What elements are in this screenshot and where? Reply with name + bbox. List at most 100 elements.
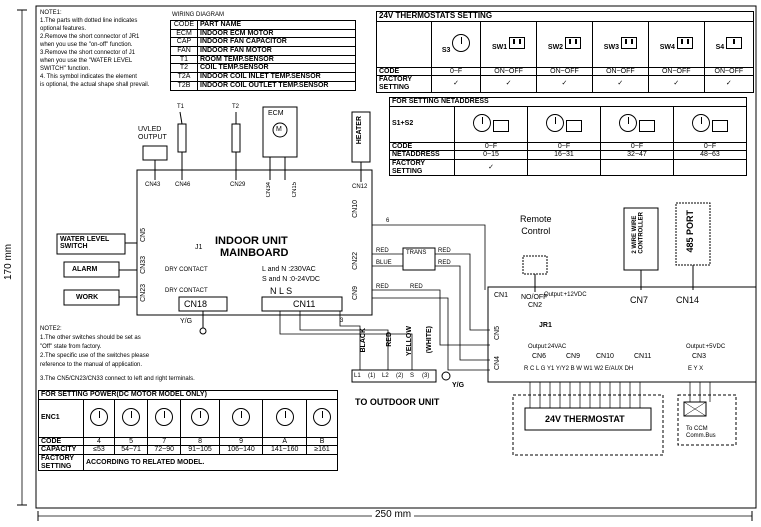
dip-switch-icon — [509, 36, 526, 49]
remote-control-label: Remote Control — [520, 214, 552, 236]
board-terminals: N L S — [270, 286, 293, 296]
note1-line: is optional, the actual shape shall prev… — [40, 82, 150, 88]
note1-line: when you use the "on-off" function. — [40, 42, 133, 48]
ctrl-pins-2: E Y X — [688, 366, 704, 372]
wiring-title: WIRING DIAGRAM — [172, 12, 224, 18]
board-spec-2: S and N :0-24VDC — [262, 276, 320, 283]
note2-line: 3.The CN5/CN23/CN33 connect to left and … — [40, 376, 195, 382]
terminal-3: (3) — [422, 373, 430, 379]
ctrl-cn10: CN10 — [596, 353, 614, 360]
cn18-label: CN18 — [184, 299, 208, 309]
note1-line: optional features. — [40, 26, 87, 32]
cn23-label: CN23 — [140, 284, 147, 302]
dimension-height: 170 mm — [3, 243, 14, 280]
rotary-switch-icon — [692, 113, 711, 132]
ecm-label: ECM — [268, 110, 284, 117]
terminal-2: (2) — [396, 373, 404, 379]
cn10-label: CN10 — [352, 200, 359, 218]
port-485: 485 PORT — [685, 210, 695, 253]
to-outdoor-unit: TO OUTDOOR UNIT — [355, 397, 440, 407]
ctrl-pins: R C L G Y1 Y/Y2 B W W1 W2 E/AUX DH — [524, 366, 634, 372]
yg-outdoor: Y/G — [452, 382, 465, 389]
wire-number-6: 6 — [386, 218, 390, 224]
uvled-output: UVLED OUTPUT — [138, 126, 167, 141]
ctrl-out12: Output:+12VDC — [544, 292, 587, 298]
note2-line: reference to the manual of application. — [40, 362, 143, 368]
dip-switch-icon — [726, 36, 743, 49]
note2-line: "Off" state from factory. — [40, 344, 102, 350]
ctrl-cn7: CN7 — [630, 295, 649, 305]
rotary-switch-icon — [122, 407, 141, 426]
wire-black: BLACK — [360, 328, 367, 353]
motor-icon: M — [276, 126, 282, 133]
cn15-label: CN15 — [292, 182, 298, 198]
terminal-1: (1) — [368, 373, 376, 379]
cn12-label: CN12 — [352, 184, 368, 190]
wire-number-3: 3 — [340, 318, 344, 324]
cn5-label: CN5 — [140, 228, 147, 243]
alarm-label: ALARM — [72, 266, 98, 273]
wire-white: (WHITE) — [426, 326, 433, 354]
note1-line: 2.Remove the short connector of JR1 — [40, 34, 140, 40]
rotary-switch-icon — [191, 407, 210, 426]
rotary-switch-icon — [275, 407, 294, 426]
wire-red: RED — [410, 284, 423, 290]
rotary-switch-icon — [313, 407, 332, 426]
dip-switch-icon — [620, 36, 637, 49]
wire-red: RED — [376, 284, 389, 290]
ctrl-cn3: CN3 — [692, 353, 707, 360]
note1-line: SWITCH" function. — [40, 66, 91, 72]
rotary-switch-icon — [155, 407, 174, 426]
cn46-label: CN46 — [175, 182, 191, 188]
heater-label: HEATER — [356, 116, 363, 145]
cn43-label: CN43 — [145, 182, 161, 188]
rotary-switch-icon — [619, 113, 638, 132]
note2-line: 1.The other switches should be set as — [40, 335, 141, 341]
wire-yellow: YELLOW — [406, 326, 413, 356]
cn34-label: CN34 — [266, 182, 272, 198]
cn11-label: CN11 — [293, 299, 316, 309]
dry-contact-1: DRY CONTACT — [165, 267, 208, 273]
wire-red: RED — [376, 248, 389, 254]
ctrl-out5: Output:+5VDC — [686, 344, 726, 350]
ctrl-cn14: CN14 — [676, 295, 700, 305]
rotary-switch-icon — [546, 113, 565, 132]
ctrl-out24: Output:24VAC — [528, 344, 567, 350]
rotary-switch-icon — [473, 113, 492, 132]
work-label: WORK — [76, 294, 99, 301]
dry-contact-2: DRY CONTACT — [165, 288, 208, 294]
note2-line: 2.The specific use of the switches pleas… — [40, 353, 150, 359]
ctrl-cn9: CN9 — [566, 353, 581, 360]
rotary-switch-icon — [89, 407, 108, 426]
rotary-switch-icon — [232, 407, 251, 426]
dip-switch-icon — [565, 119, 582, 132]
ctrl-jr1: JR1 — [539, 322, 552, 329]
board-title: INDOOR UNIT — [215, 235, 288, 247]
cn29-label: CN29 — [230, 182, 246, 188]
j1-label: J1 — [195, 244, 203, 251]
rotary-switch-icon — [452, 33, 471, 52]
dimension-width: 250 mm — [372, 510, 415, 520]
cn22-label: CN22 — [352, 252, 359, 270]
terminal-l2: L2 — [382, 373, 389, 379]
ctrl-cn1: CN1 — [494, 292, 509, 299]
note1-line: 4. This symbol indicates the element — [40, 74, 137, 80]
ctrl-cn6: CN6 — [532, 353, 547, 360]
terminal-s: S — [410, 373, 415, 379]
wire-red-outdoor: RED — [386, 332, 393, 347]
note2-title: NOTE2: — [40, 326, 62, 332]
dip-switch-icon — [638, 119, 655, 132]
terminal-l1: L1 — [354, 373, 361, 379]
ctrl-cn5: CN5 — [494, 326, 501, 341]
ctrl-cn4: CN4 — [494, 356, 501, 371]
dip-switch-icon — [565, 36, 582, 49]
